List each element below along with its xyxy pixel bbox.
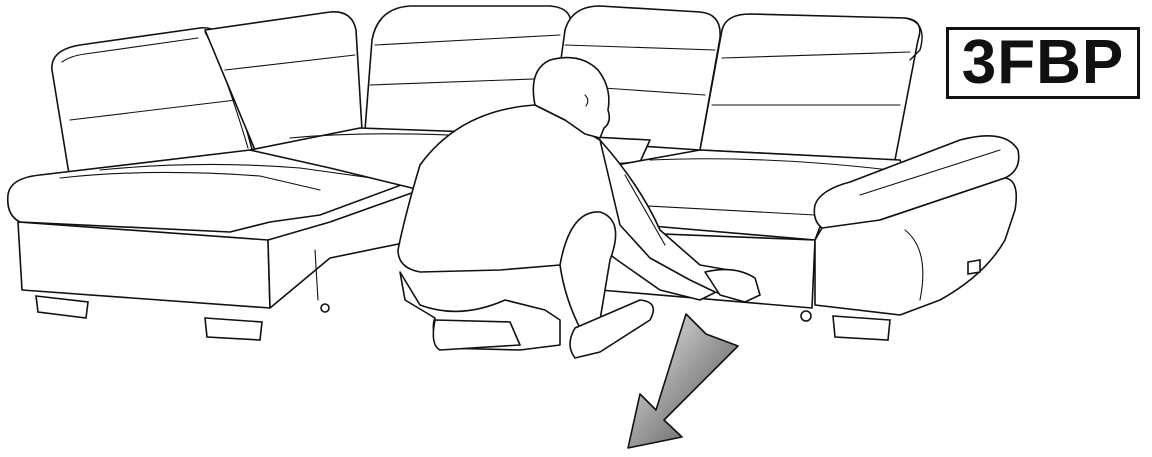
pull-direction-arrow-icon [628,314,738,448]
model-code-badge: 3FBP [946,27,1140,99]
arrow-shape [628,314,738,448]
leg-2 [205,318,262,340]
chaise-base [18,222,270,308]
model-code-label: 3FBP [962,32,1124,94]
person-shoe-left [433,320,520,350]
leg-1 [36,296,88,318]
leg-3 [833,316,890,340]
back-cushion-5 [700,14,920,160]
chaise-section [8,12,420,340]
